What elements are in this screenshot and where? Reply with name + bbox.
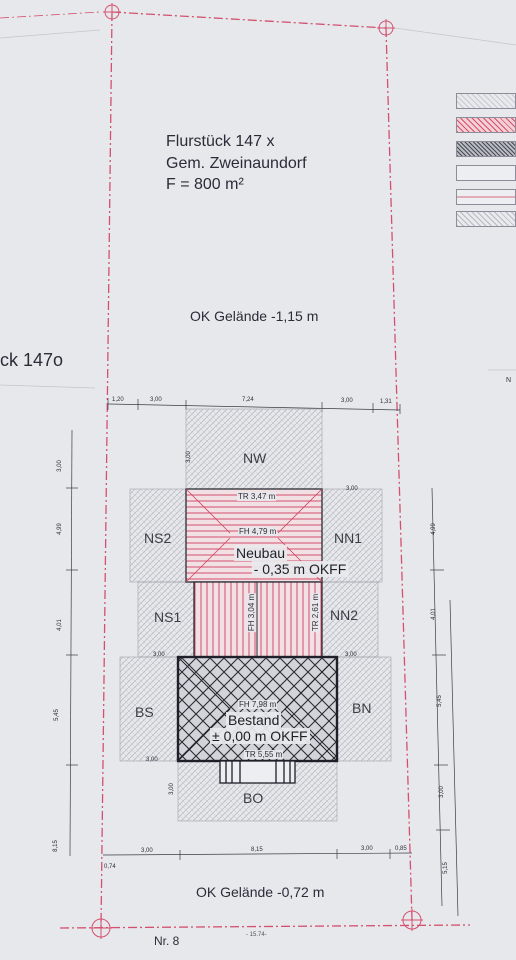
legend-swatch-zone [456, 211, 516, 227]
zone-dim-ns2: 3,00 [185, 451, 192, 463]
corner-markers [90, 3, 423, 939]
dim-left-1: 3,00 [56, 460, 63, 472]
neubau-tr-height: TR 3,47 m [237, 492, 277, 501]
neubau-label: Neubau [234, 545, 288, 561]
parcel-title: Flurstück 147 x [166, 133, 275, 150]
neubau-fh-height: FH 4,79 m [238, 527, 278, 536]
house-number: Nr. 8 [154, 934, 180, 948]
bestand-tr-height: TR 5,55 m [244, 750, 284, 759]
dim-bottom-2: 8,15 [251, 847, 263, 853]
dim-bottom-5: 0,74 [104, 864, 116, 870]
spacing-zones [119, 408, 392, 822]
zone-label-nn1: NN1 [334, 530, 363, 546]
entrance-stairs [219, 760, 296, 784]
neighbor-parcel-label: ck 147o [0, 350, 64, 370]
bestand-building [176, 655, 339, 763]
dim-top-4: 3,00 [341, 398, 353, 404]
neubau-level: - 0,35 m OKFF [251, 561, 349, 577]
dim-left-2: 4,99 [56, 523, 63, 535]
dim-top-5: 1,31 [380, 399, 392, 405]
bestand-label: Bestand [226, 712, 282, 728]
dim-right-3: 5,45 [436, 695, 443, 707]
zone-label-ns1: NS1 [154, 609, 182, 625]
bottom-code: - 15.74- [246, 932, 267, 938]
zone-ns1 [137, 581, 195, 658]
zone-label-ns2: NS2 [144, 530, 172, 546]
zone-label-bo: BO [243, 790, 264, 806]
parcel-boundary [0, 11, 471, 929]
parcel-district: Gem. Zweinaundorf [166, 155, 307, 172]
zone-dim-ns1: 3,00 [153, 652, 165, 658]
bestand-fh-height: FH 7,98 m [238, 700, 278, 709]
dim-left-5: 8,15 [52, 840, 59, 852]
dim-bottom-4: 0,85 [395, 846, 407, 852]
dim-top-1: 1,20 [112, 397, 124, 403]
edge-label: N [506, 377, 512, 384]
dim-left-4: 5,45 [53, 709, 60, 721]
dim-bottom-1: 3,00 [141, 848, 153, 854]
zone-nn2 [321, 581, 379, 658]
zone-bn [336, 656, 392, 762]
dim-left-3: 4,01 [56, 619, 63, 631]
zone-label-nw: NW [243, 450, 267, 466]
zone-label-bs: BS [135, 704, 154, 720]
ground-level-top: OK Gelände -1,15 m [190, 308, 319, 324]
dim-top-3: 7,24 [242, 397, 254, 403]
dim-bottom-3: 3,00 [361, 846, 373, 852]
legend-swatch-boundary [456, 189, 516, 205]
zone-nw [185, 408, 323, 490]
neubau-fh-side-height: FH 3,04 m [247, 592, 257, 633]
dim-top-2: 3,00 [150, 397, 162, 403]
background-lines [0, 27, 516, 389]
zone-dim-nn1: 3,00 [346, 486, 358, 492]
legend-swatch-bestand [456, 141, 516, 157]
neubau-tr-side-height: TR 2,61 m [311, 592, 321, 633]
legend-swatch-new [456, 117, 516, 133]
dim-right-2: 4,01 [430, 608, 437, 620]
dim-right-4: 3,00 [438, 786, 445, 798]
parcel-area: F = 800 m² [166, 176, 244, 193]
dim-right-5: 5,15 [442, 862, 449, 874]
zone-label-bn: BN [352, 700, 372, 716]
bestand-level: ± 0,00 m OKFF [210, 728, 310, 744]
legend-swatch-plain [456, 165, 516, 181]
legend-swatch-existing [456, 93, 516, 109]
neubau-building [185, 488, 323, 658]
dim-right-1: 4,99 [430, 523, 437, 535]
zone-dim-bo: 3,00 [168, 783, 175, 795]
ground-level-bottom: OK Gelände -0,72 m [196, 884, 325, 900]
zone-dim-bs: 3,00 [146, 757, 158, 763]
dimension-lines [66, 398, 459, 917]
zone-dim-nn2: 3,00 [345, 652, 357, 658]
zone-bs [119, 656, 179, 762]
zone-label-nn2: NN2 [330, 607, 359, 623]
